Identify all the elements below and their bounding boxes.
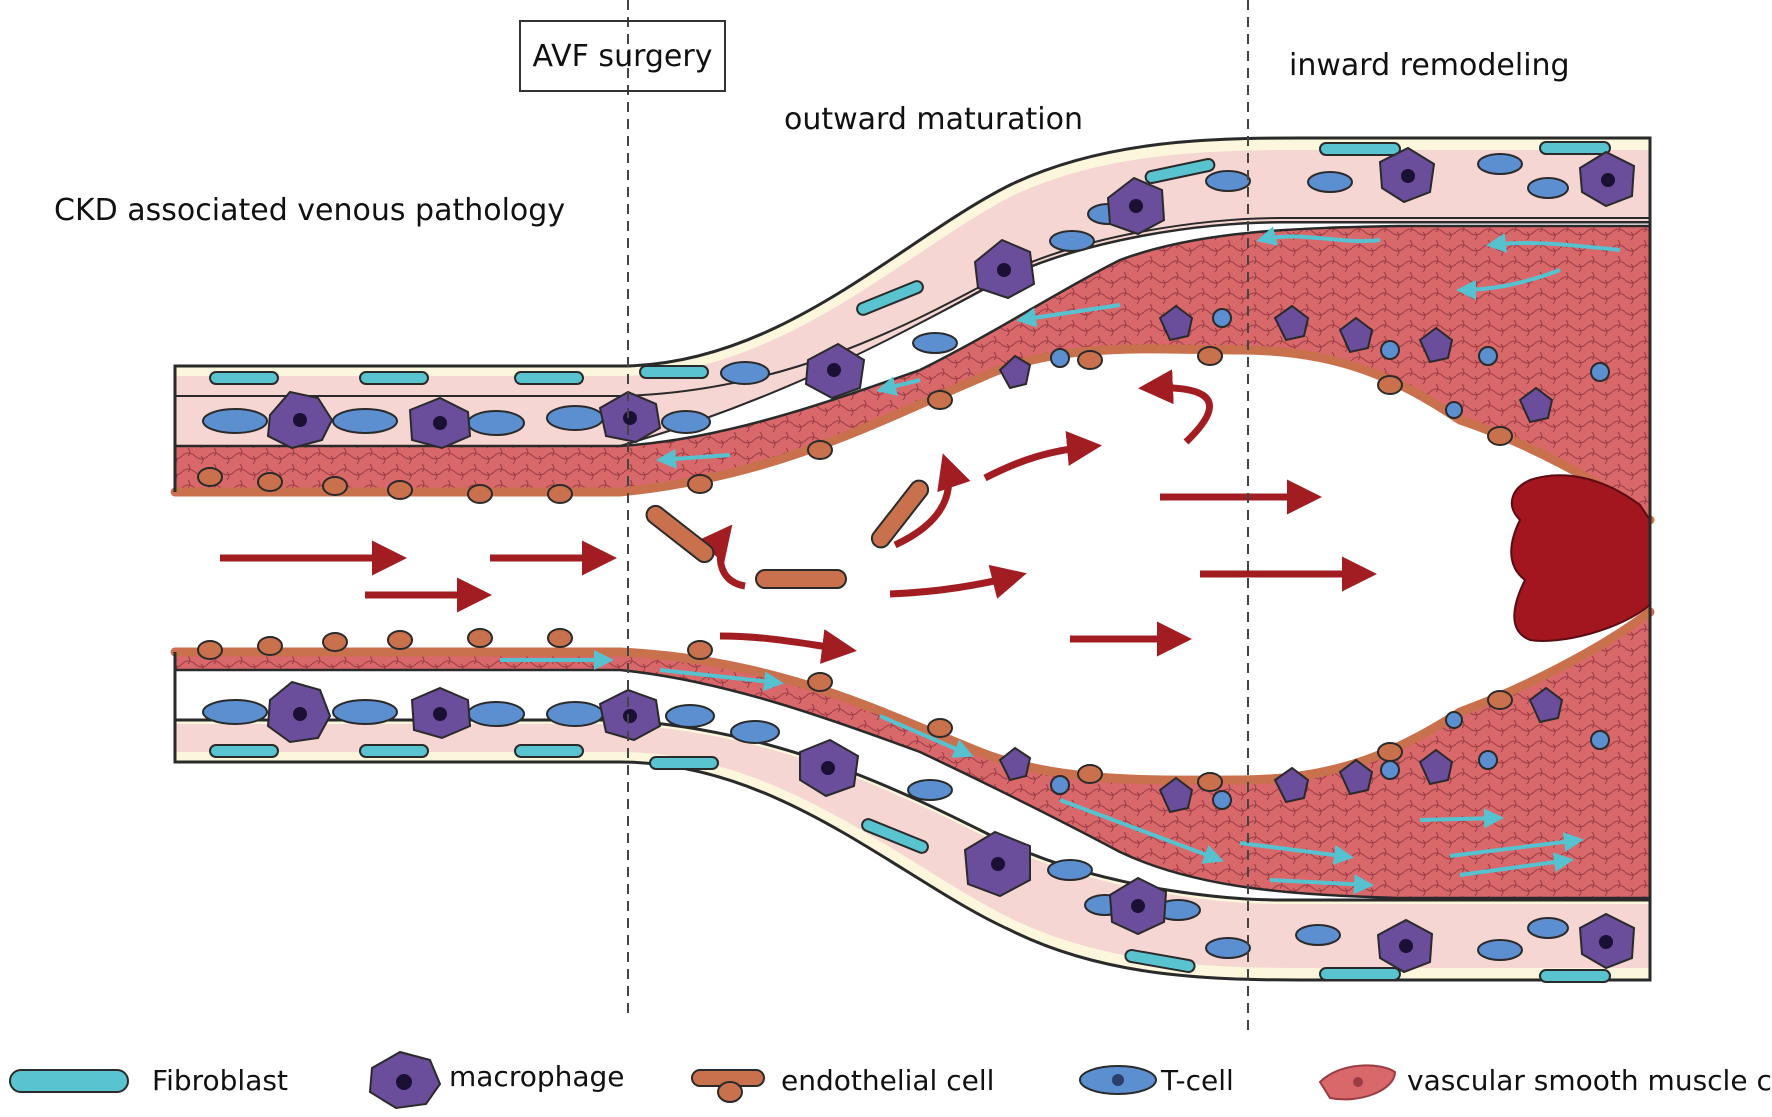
vsmc-migration-arrows (500, 226, 1621, 895)
legend-fibroblast-label: Fibroblast (152, 1064, 288, 1097)
upper-wall-cells (197, 141, 1636, 504)
endothelial-cell-icon (691, 1069, 765, 1103)
inward-remodeling-label: inward remodeling (1289, 48, 1570, 83)
legend-endothelial-label: endothelial cell (781, 1064, 995, 1097)
t-cell-icon (661, 410, 711, 434)
vsmc-icon (1318, 1064, 1397, 1101)
t-cell-icon (332, 408, 398, 434)
t-cell-icon (1527, 177, 1569, 199)
t-cell-icon (1307, 171, 1353, 193)
flow-arrow (719, 629, 857, 664)
flow-arrow (1138, 369, 1213, 445)
flow-arrow (889, 564, 1027, 599)
endothelial-cell-icon (870, 479, 930, 549)
t-cell-icon (1079, 1065, 1157, 1095)
fibroblast-icon (9, 1069, 129, 1093)
legend-vsmc-label: vascular smooth muscle cell (1407, 1064, 1772, 1097)
lower-wall-cells (197, 628, 1636, 983)
legend-icons (9, 1050, 1397, 1110)
fibroblast-icon (209, 141, 1611, 385)
thrombus (1510, 474, 1651, 642)
endothelial-cell-icon (755, 569, 847, 589)
avf-surgery-label: AVF surgery (519, 20, 726, 92)
blood-flow-arrows (220, 369, 1377, 664)
t-cell-icon (202, 408, 268, 434)
t-cell-icon (912, 332, 958, 354)
flow-arrow (893, 453, 971, 549)
legend-macrophage-label: macrophage (449, 1060, 625, 1093)
outward-maturation-label: outward maturation (784, 102, 1084, 137)
t-cell-icon (546, 405, 604, 431)
endothelial-cell-icon (645, 504, 715, 564)
flow-arrow (696, 524, 746, 590)
t-cell-icon (720, 361, 770, 385)
t-cell-icon (1049, 230, 1095, 252)
t-cell-icon (1477, 153, 1523, 175)
ckd-venous-pathology-label: CKD associated venous pathology (54, 193, 566, 228)
t-cell-icon (467, 410, 525, 436)
legend-tcell-label: T-cell (1161, 1064, 1234, 1097)
t-cell-icon (1205, 170, 1251, 192)
detached-endothelial-cells (645, 479, 930, 589)
flow-arrow (983, 431, 1102, 482)
